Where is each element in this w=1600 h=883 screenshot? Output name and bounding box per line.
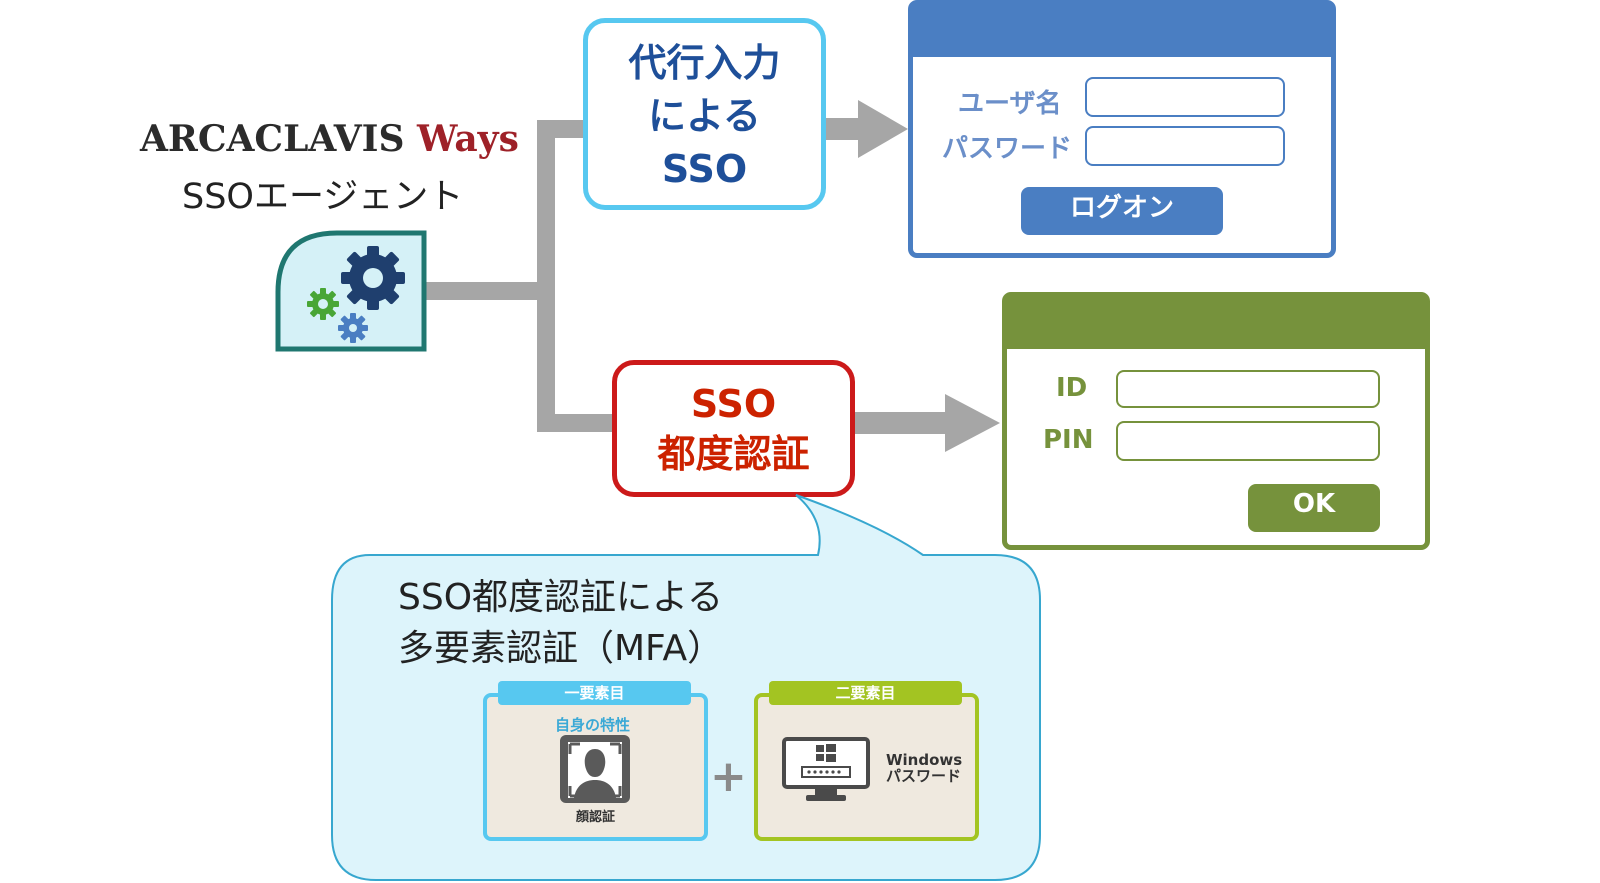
- logon-dialog-titlebar: [913, 5, 1331, 57]
- proxy-sso-line3: SSO: [661, 147, 748, 191]
- per-auth-line2: 都度認証: [657, 432, 810, 476]
- password-label: パスワード: [942, 134, 1073, 164]
- logon-button[interactable]: ログオン: [1021, 187, 1223, 235]
- windows-caption-line1: Windows: [886, 751, 963, 769]
- face-auth-caption: 顔認証: [576, 810, 616, 825]
- per-auth-sso-label: SSO 都度認証: [612, 360, 855, 497]
- mfa-title: SSO都度認証による 多要素認証（MFA）: [398, 572, 723, 674]
- id-pin-dialog-titlebar: [1007, 297, 1425, 349]
- plus-sign: +: [710, 751, 747, 802]
- brand-name: ARCACLAVIS: [140, 118, 405, 160]
- mfa-title-line1: SSO都度認証による: [398, 577, 723, 618]
- first-factor-tag: 一要素目: [498, 681, 691, 705]
- proxy-input-sso-label: 代行入力 による SSO: [583, 18, 826, 210]
- windows-password-caption: Windows パスワード: [886, 752, 962, 784]
- branch-vertical-line: [537, 120, 555, 432]
- arrow-top-head: [858, 100, 908, 158]
- windows-caption-line2: パスワード: [886, 767, 962, 785]
- ok-button[interactable]: OK: [1248, 484, 1380, 532]
- password-field[interactable]: [1085, 126, 1285, 166]
- id-label: ID: [1056, 373, 1088, 403]
- proxy-sso-line2: による: [648, 94, 761, 138]
- arrow-bottom-head: [945, 394, 1000, 452]
- second-factor-tag: 二要素目: [769, 681, 962, 705]
- username-field[interactable]: [1085, 77, 1285, 117]
- arrow-bottom-shaft: [855, 412, 950, 434]
- pin-field[interactable]: [1116, 421, 1380, 461]
- face-recognition-icon: [560, 735, 630, 803]
- id-field[interactable]: [1116, 370, 1380, 408]
- per-auth-line1: SSO: [690, 382, 777, 426]
- mfa-title-line2: 多要素認証（MFA）: [398, 628, 724, 669]
- proxy-sso-line1: 代行入力: [628, 41, 781, 85]
- username-label: ユーザ名: [958, 89, 1062, 119]
- first-factor-title: 自身の特性: [555, 716, 631, 734]
- brand-suffix: Ways: [417, 118, 519, 160]
- agent-label: SSOエージェント: [182, 177, 464, 217]
- pin-label: PIN: [1043, 425, 1094, 455]
- sso-agent-gears-icon: [275, 230, 427, 352]
- product-logo: ARCACLAVIS Ways: [140, 118, 540, 160]
- branch-bottom-line: [537, 414, 617, 432]
- windows-monitor-icon: [782, 737, 870, 801]
- agent-connector-line: [425, 282, 545, 300]
- branch-top-line: [537, 120, 587, 138]
- arrow-top-shaft: [826, 118, 862, 140]
